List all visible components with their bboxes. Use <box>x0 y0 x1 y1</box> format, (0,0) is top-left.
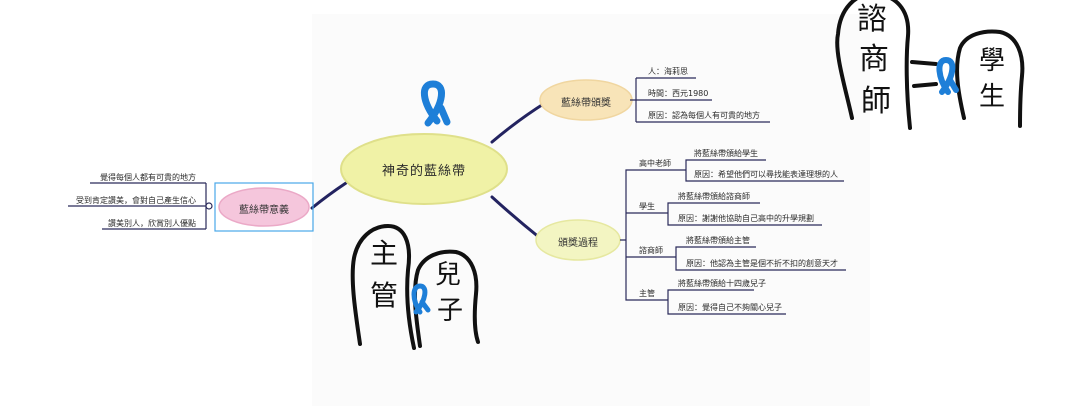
award-connectors <box>630 77 770 123</box>
connector-center-meaning <box>310 181 348 210</box>
student-figure-outline <box>955 29 1025 128</box>
process-group-teacher[interactable]: 高中老師 <box>639 159 671 168</box>
meaning-item-2: 受到肯定讚美，會對自己產生信心 <box>76 196 196 205</box>
meaning-item-1: 覺得每個人都有可貴的地方 <box>100 173 196 182</box>
award-node-label[interactable]: 藍絲帶頒獎 <box>561 98 611 109</box>
doodle-counselor-char-2: 商 <box>859 42 889 77</box>
center-node-bubble[interactable] <box>340 133 508 205</box>
doodle-student-char-2: 生 <box>978 82 1006 112</box>
manager-figure-outline <box>350 224 416 350</box>
connector-center-award <box>490 101 547 144</box>
process-connectors <box>620 159 846 315</box>
student-line-action: 將藍絲帶頒給諮商師 <box>678 192 750 201</box>
meaning-node-frame[interactable] <box>214 182 314 232</box>
process-group-counselor[interactable]: 諮商師 <box>639 246 663 255</box>
process-group-student[interactable]: 學生 <box>639 202 655 211</box>
process-group-manager[interactable]: 主管 <box>639 289 655 298</box>
meaning-item-3: 讚美別人，欣賞別人優點 <box>108 219 196 228</box>
mind-map-panel <box>312 14 870 406</box>
main-connectors <box>310 101 547 240</box>
counselor-line-reason: 原因：他認為主管是個不折不扣的創意天才 <box>686 259 838 268</box>
meaning-connectors <box>68 182 213 230</box>
small-ribbon-icon-bottom <box>411 283 431 315</box>
doodle-manager-char-2: 管 <box>369 279 399 312</box>
manager-line-action: 將藍絲帶頒給十四歲兒子 <box>678 279 766 288</box>
teacher-line-action: 將藍絲帶頒給學生 <box>694 149 758 158</box>
doodle-manager-char-1: 主 <box>369 237 399 270</box>
meaning-node-bubble <box>218 187 310 227</box>
meaning-node-label[interactable]: 藍絲帶意義 <box>239 205 289 216</box>
doodle-counselor-char-1: 諮 <box>857 2 887 37</box>
doodle-counselor-char-3: 師 <box>861 84 891 119</box>
center-node-label[interactable]: 神奇的藍絲帶 <box>381 164 467 179</box>
counselor-line-action: 將藍絲帶頒給主管 <box>686 236 750 245</box>
doodle-son-char-2: 子 <box>436 296 464 326</box>
award-item-person: 人：海莉思 <box>648 67 688 76</box>
meaning-collapse-handle[interactable] <box>205 202 213 210</box>
ribbon-icon <box>421 80 451 127</box>
doodle-student-char-1: 學 <box>978 46 1006 76</box>
doodle-bottom <box>350 224 480 350</box>
award-item-time: 時間：西元1980 <box>648 89 709 98</box>
teacher-line-reason: 原因：希望他們可以尋找能表達理想的人 <box>694 170 838 179</box>
small-ribbon-icon-top <box>936 57 959 95</box>
process-node-label[interactable]: 頒獎過程 <box>558 238 598 249</box>
doodle-top-right <box>835 0 1025 130</box>
doodle-son-char-1: 兒 <box>434 260 462 290</box>
connector-center-process <box>490 195 542 240</box>
manager-line-reason: 原因：覺得自己不夠關心兒子 <box>678 303 782 312</box>
award-item-reason: 原因：認為每個人有可貴的地方 <box>648 111 760 120</box>
student-line-reason: 原因：謝謝他協助自己高中的升學規劃 <box>678 214 814 223</box>
counselor-figure-outline <box>835 0 912 130</box>
